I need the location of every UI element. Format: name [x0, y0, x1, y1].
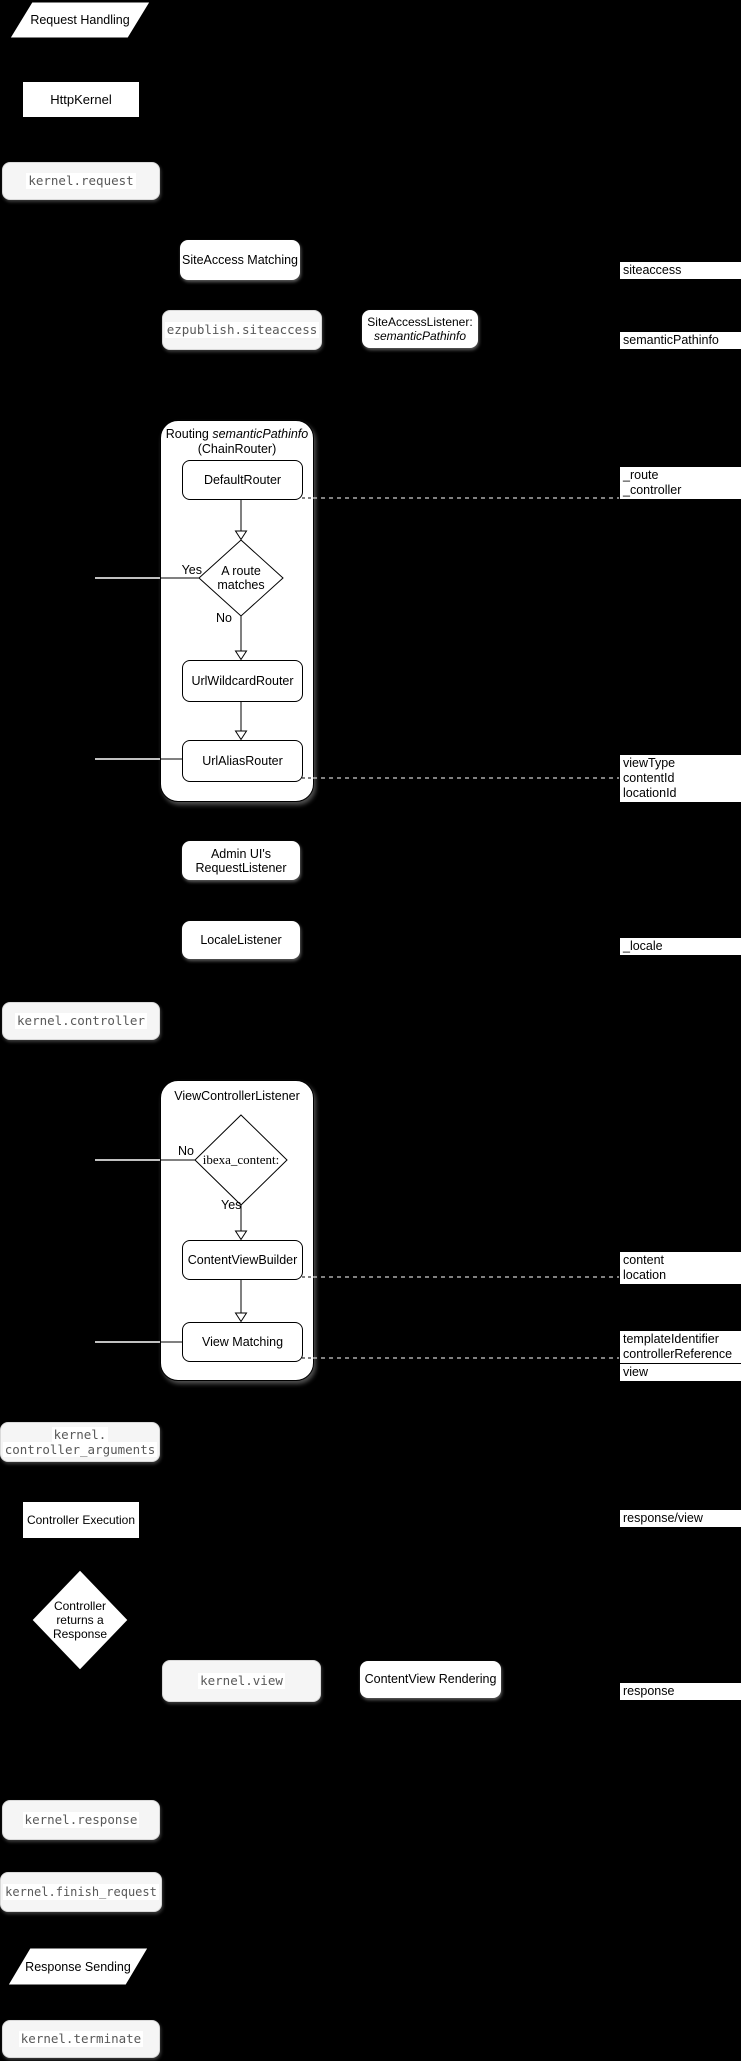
side-label-view: view: [620, 1364, 741, 1381]
kernel-terminate-event: kernel.terminate: [2, 2020, 160, 2058]
admin-ui-request-listener-node: Admin UI's RequestListener: [182, 841, 300, 880]
kernel-request-label: kernel.request: [26, 173, 136, 189]
arrowhead-icon: [234, 1230, 248, 1241]
kernel-terminate-label: kernel.terminate: [18, 2031, 144, 2047]
kernel-response-event: kernel.response: [2, 1800, 160, 1840]
route-yes-label: Yes: [181, 563, 202, 577]
kernel-controller-event: kernel.controller: [2, 1002, 160, 1040]
kernel-finish-request-event: kernel.finish_request: [0, 1872, 162, 1912]
locale-listener-node: LocaleListener: [182, 921, 300, 959]
siteaccess-listener-line2: semanticPathinfo: [373, 329, 467, 343]
view-controller-listener-title: ViewControllerListener: [174, 1089, 300, 1103]
ezpublish-siteaccess-label: ezpublish.siteaccess: [164, 322, 320, 338]
default-router-node: DefaultRouter: [182, 460, 303, 500]
side-label-semantic-pathinfo: semanticPathinfo: [620, 332, 741, 349]
side-label-siteaccess: siteaccess: [620, 262, 741, 279]
admin-ui-line2: RequestListener: [195, 860, 287, 875]
url-wildcard-router-node: UrlWildcardRouter: [182, 660, 303, 702]
arrowhead-icon: [234, 650, 248, 661]
kernel-controller-arguments-line1: kernel.: [51, 1427, 109, 1442]
arrowhead-icon: [234, 1312, 248, 1323]
kernel-controller-label: kernel.controller: [15, 1013, 147, 1029]
routing-title-em: semanticPathinfo: [212, 427, 309, 441]
side-label-route-controller: _route _controller: [620, 467, 741, 499]
response-sending-label: Response Sending: [25, 1959, 131, 1974]
kernel-view-event: kernel.view: [162, 1660, 321, 1702]
side-label-template-controller-reference: templateIdentifier controllerReference: [620, 1331, 741, 1363]
kernel-response-label: kernel.response: [22, 1812, 140, 1828]
view-matching-node: View Matching: [182, 1322, 303, 1362]
side-label-viewtype-contentid-locationid: viewType contentId locationId: [620, 755, 741, 802]
controller-returns-diamond: [31, 1569, 129, 1671]
kernel-view-label: kernel.view: [198, 1673, 285, 1689]
request-handling-label: Request Handling: [30, 13, 130, 27]
content-view-builder-node: ContentViewBuilder: [182, 1240, 303, 1280]
contentview-rendering-node: ContentView Rendering: [360, 1661, 501, 1698]
routing-container-title: Routing semanticPathinfo (ChainRouter): [161, 427, 313, 457]
route-no-label: No: [216, 611, 232, 625]
siteaccess-listener-line1: SiteAccessListener:: [367, 315, 473, 329]
ezpublish-siteaccess-event: ezpublish.siteaccess: [162, 310, 322, 350]
arrowhead-icon: [234, 530, 248, 541]
kernel-request-event: kernel.request: [2, 162, 160, 200]
kernel-controller-arguments-line2: controller_arguments: [2, 1442, 158, 1457]
siteaccess-listener-node: SiteAccessListener: semanticPathinfo: [362, 310, 478, 348]
siteaccess-matching-node: SiteAccess Matching: [180, 240, 300, 280]
ibexa-yes-label: Yes: [221, 1198, 242, 1212]
side-label-response-view: response/view: [620, 1510, 741, 1527]
admin-ui-line1: Admin UI's: [210, 846, 272, 861]
httpkernel-node: HttpKernel: [22, 81, 140, 118]
controller-execution-node: Controller Execution: [22, 1501, 140, 1539]
kernel-controller-arguments-event: kernel. controller_arguments: [0, 1422, 160, 1462]
url-alias-router-node: UrlAliasRouter: [182, 740, 303, 782]
kernel-finish-request-label: kernel.finish_request: [3, 1884, 159, 1900]
side-label-locale: _locale: [620, 938, 741, 955]
ibexa-no-label: No: [178, 1144, 194, 1158]
arrowhead-icon: [234, 730, 248, 741]
routing-title-text: Routing: [165, 427, 209, 441]
request-handling-parallelogram: [9, 1, 151, 39]
routing-subtitle: (ChainRouter): [197, 442, 277, 456]
side-label-content-location: content location: [620, 1252, 741, 1284]
ibexa-content-text: ibexa_content:: [202, 1152, 280, 1167]
response-sending-parallelogram: [7, 1947, 149, 1986]
side-label-response: response: [620, 1683, 741, 1700]
